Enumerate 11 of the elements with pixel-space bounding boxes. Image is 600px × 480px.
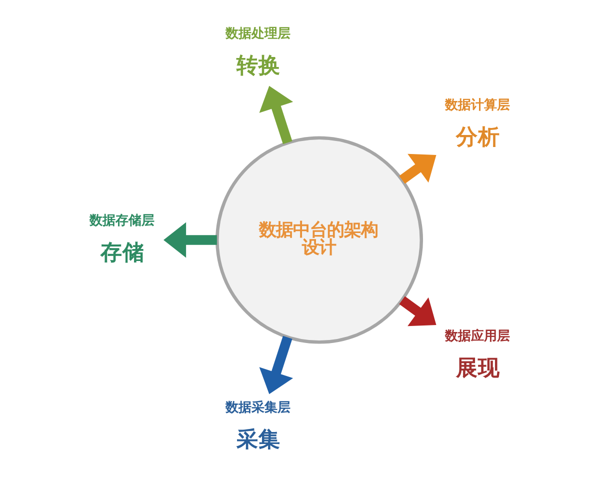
arrow: [258, 86, 293, 144]
arrow: [398, 296, 436, 326]
node-text: 数据处理层 转换: [224, 26, 290, 79]
node-text: 数据应用层 展现: [444, 328, 510, 382]
node-circle: 数据中台的架构设计: [215, 136, 423, 344]
node-text: 数据存储层 存储: [89, 213, 154, 266]
arrow: [163, 222, 216, 258]
arrow: [398, 154, 436, 184]
arrow: [258, 336, 293, 394]
node-text: 数据采集层 采集: [224, 400, 290, 453]
node-text: 数据计算层 分析: [444, 98, 510, 150]
